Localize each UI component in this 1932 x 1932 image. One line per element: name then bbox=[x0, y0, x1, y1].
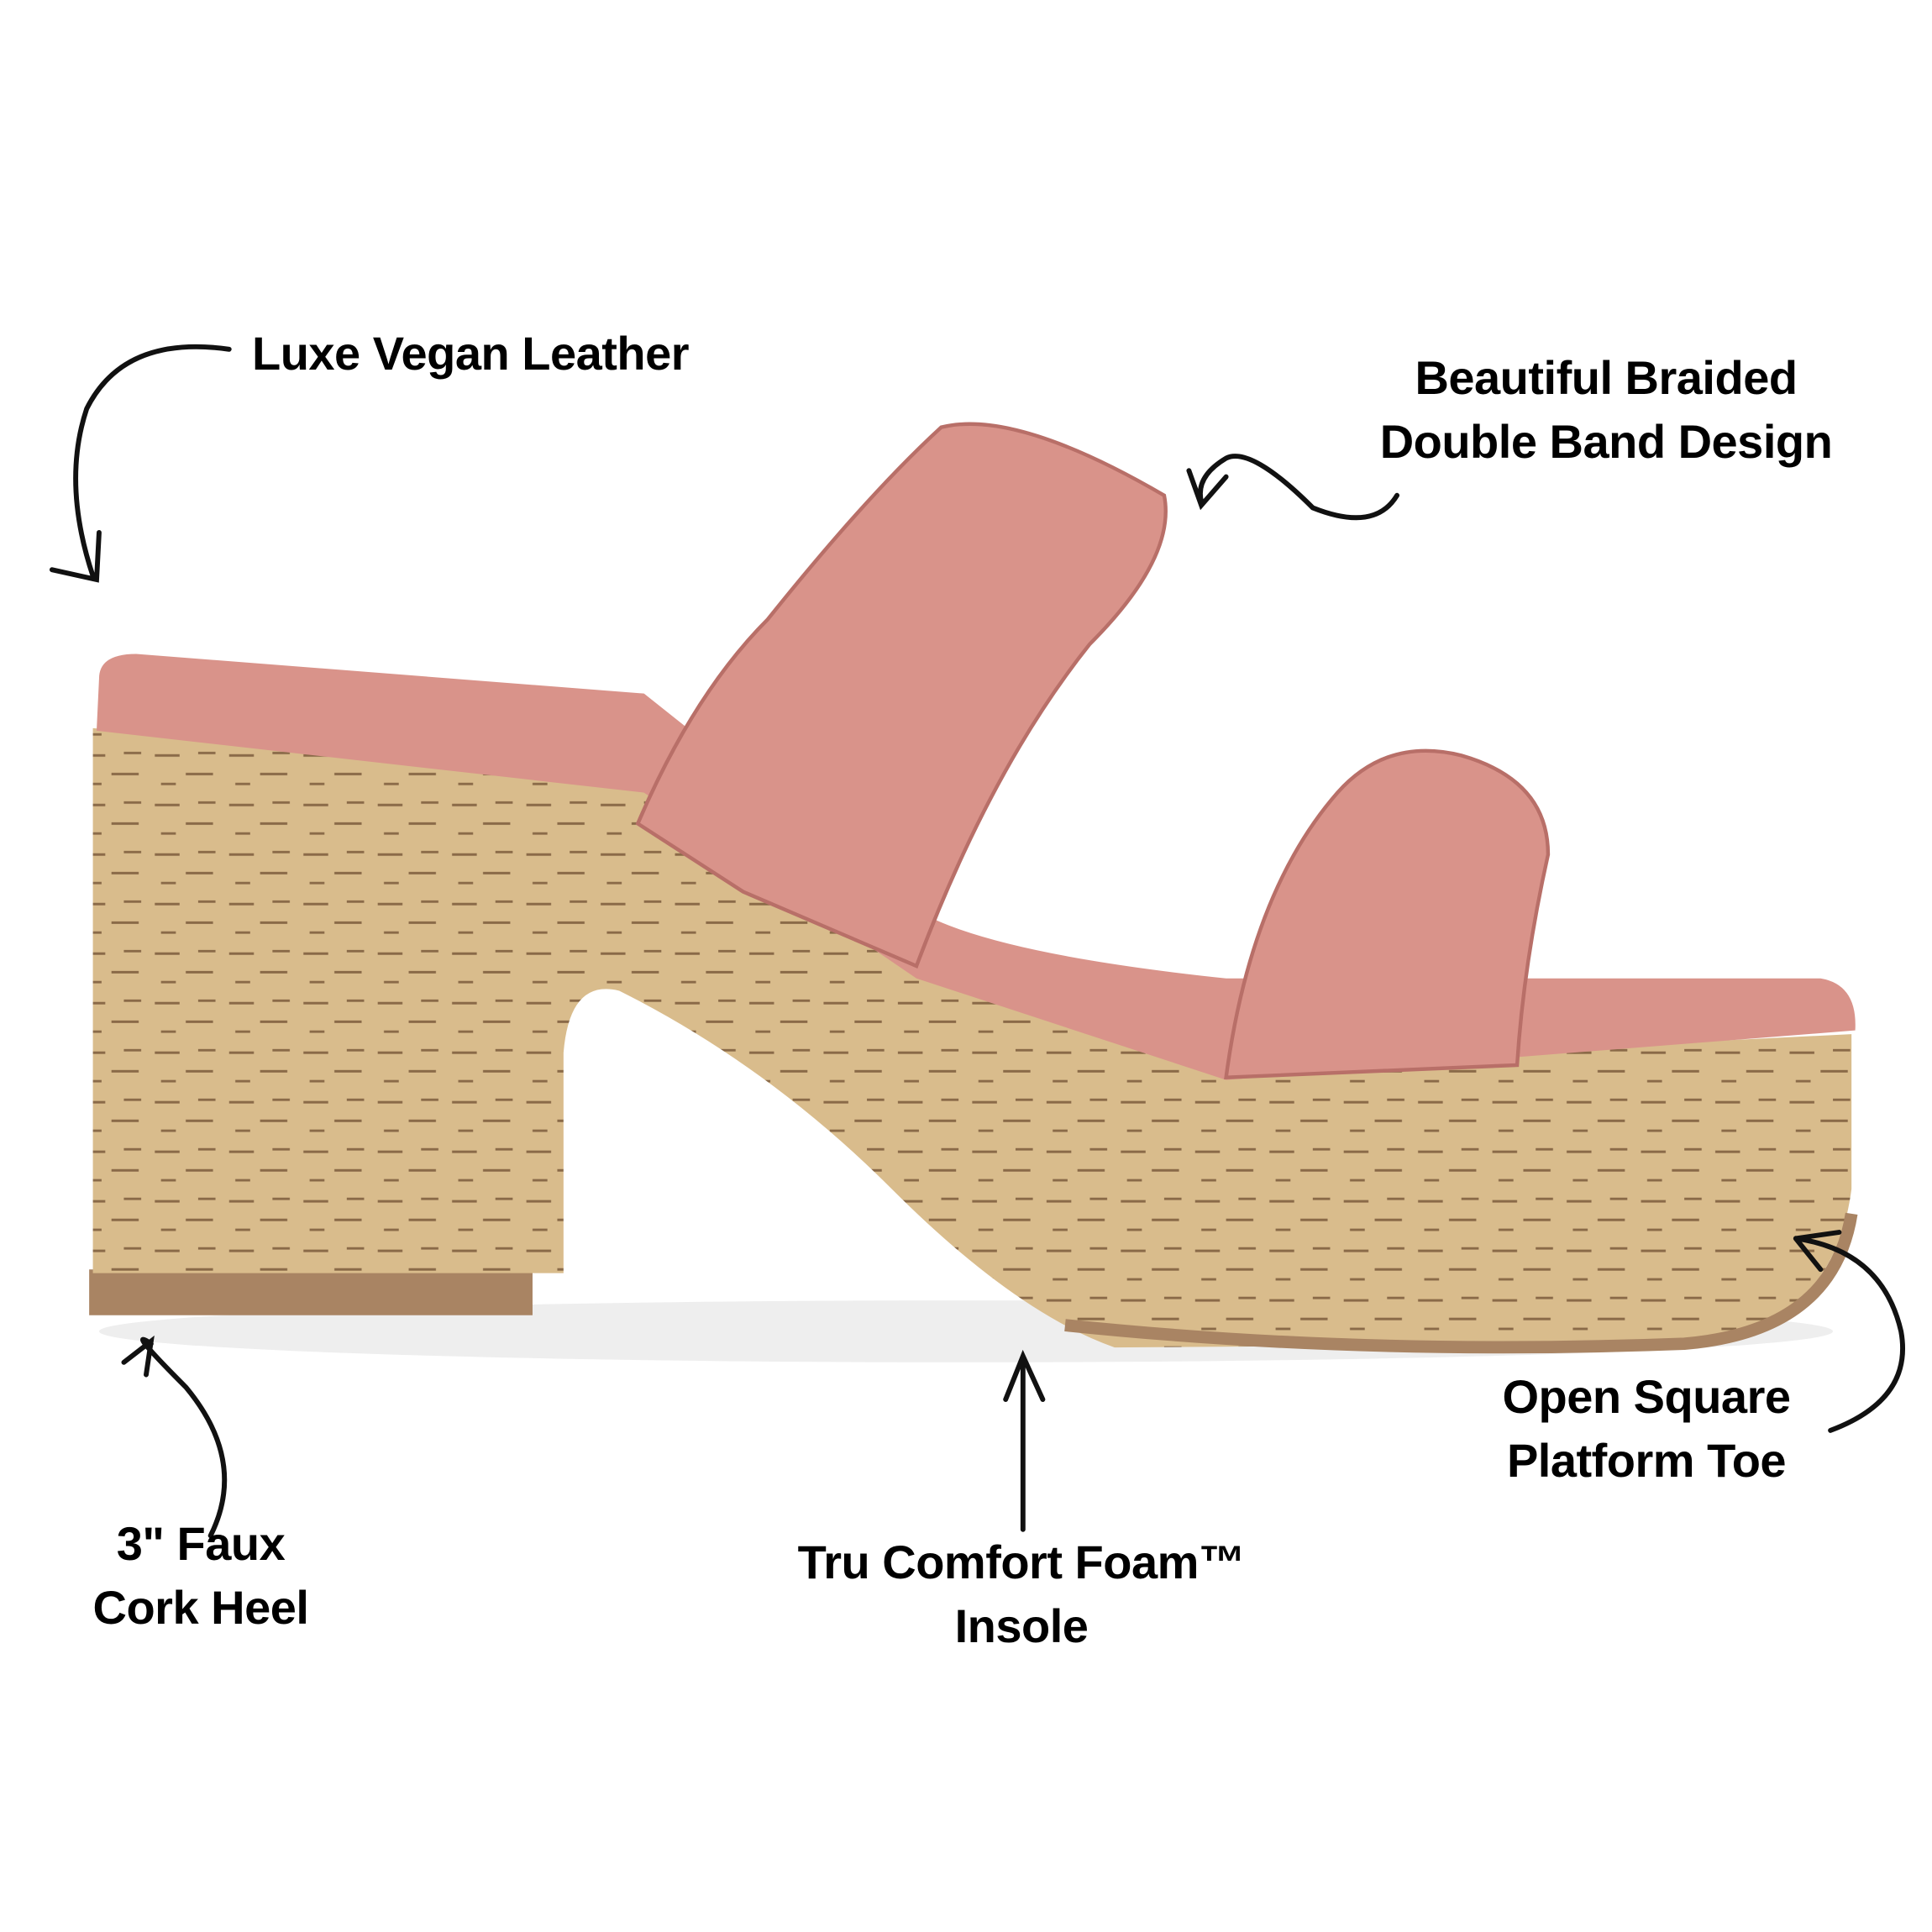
callout-insole: Tru Comfort Foam™ Insole bbox=[727, 1530, 1315, 1658]
braided-strap-back bbox=[635, 422, 1168, 969]
insole bbox=[97, 654, 1856, 1080]
arrow-heel-icon bbox=[121, 1335, 228, 1539]
arrow-insole-icon bbox=[1003, 1349, 1046, 1532]
heel-sole bbox=[89, 1269, 533, 1315]
callout-heel-line2: Cork Heel bbox=[92, 1581, 309, 1634]
arrow-leather-icon bbox=[49, 344, 232, 583]
arrow-toe-icon bbox=[1793, 1230, 1905, 1433]
callout-toe-line2: Platform Toe bbox=[1506, 1434, 1787, 1487]
callout-insole-line1: Tru Comfort Foam™ bbox=[797, 1536, 1246, 1588]
callout-heel-line1: 3" Faux bbox=[116, 1517, 286, 1570]
callout-leather-text: Luxe Vegan Leather bbox=[252, 327, 690, 380]
callout-toe: Open Square Platform Toe bbox=[1436, 1365, 1856, 1493]
toe-sole bbox=[1064, 1212, 1858, 1354]
arrow-braided-icon bbox=[1186, 454, 1400, 521]
callout-leather: Luxe Vegan Leather bbox=[252, 322, 690, 386]
callout-braided-line2: Double Band Design bbox=[1379, 415, 1833, 468]
callout-insole-line2: Insole bbox=[954, 1599, 1089, 1652]
callout-arrows bbox=[49, 344, 1905, 1539]
braided-strap-front bbox=[1224, 748, 1551, 1080]
callout-toe-line1: Open Square bbox=[1502, 1370, 1791, 1423]
callout-braided: Beautiful Braided Double Band Design bbox=[1354, 346, 1858, 474]
callout-braided-line1: Beautiful Braided bbox=[1415, 351, 1798, 404]
callout-heel: 3" Faux Cork Heel bbox=[33, 1512, 369, 1640]
cork-platform bbox=[92, 727, 1852, 1348]
